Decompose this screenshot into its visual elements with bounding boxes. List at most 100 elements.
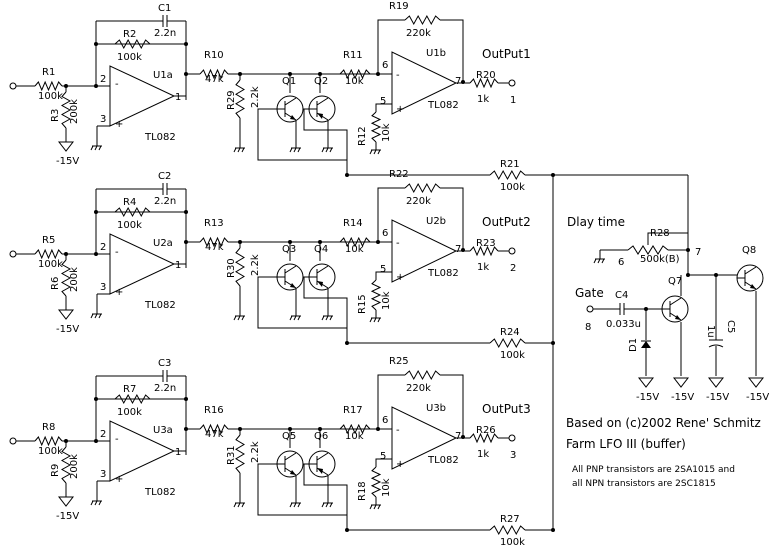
- note-npn: all NPN transistors are 2SC1815: [572, 479, 716, 489]
- label: U3a: [153, 425, 173, 436]
- return-resistor-100k: [489, 337, 526, 349]
- label: C4: [615, 290, 628, 301]
- label: U2a: [153, 238, 173, 249]
- label: 3: [100, 469, 106, 480]
- label: 7: [455, 76, 461, 87]
- junction-dot: [686, 248, 690, 252]
- title-text: Farm LFO III (buffer): [566, 437, 686, 451]
- label: 100k: [117, 407, 142, 418]
- supply-label: -15V: [56, 156, 79, 167]
- feedback-capacitor: [162, 370, 168, 382]
- label: 0.033u: [606, 319, 641, 330]
- wire: [329, 315, 333, 321]
- label: R5: [42, 235, 55, 246]
- plus-sign: +: [396, 104, 404, 115]
- label: TL082: [144, 300, 176, 311]
- output-pin: 2: [510, 263, 516, 274]
- junction-dot: [94, 210, 98, 214]
- output-terminal: [508, 79, 516, 87]
- transistor-label: Q4: [314, 244, 328, 255]
- emitter-arrow: [317, 468, 323, 474]
- label: 1: [175, 260, 181, 271]
- label: 7: [455, 431, 461, 442]
- wire: [98, 145, 102, 151]
- collector-lead: [316, 97, 329, 106]
- collector-lead: [316, 265, 329, 274]
- label: 100k: [38, 91, 63, 102]
- supply-label: -15V: [636, 392, 659, 403]
- input-resistor-10k: [339, 68, 371, 80]
- supply-neg15v-icon: -15V: [671, 377, 694, 403]
- ground-icon: [90, 313, 102, 319]
- output-terminal: [508, 247, 516, 255]
- collector-lead: [284, 97, 297, 106]
- bias-res-val: 200k: [69, 454, 80, 479]
- shunt-resistor: [235, 434, 245, 474]
- supply-neg15v-icon: -15V: [706, 377, 729, 403]
- label: R27: [500, 514, 520, 525]
- opamp-b-symbol: [391, 406, 458, 470]
- wire: [325, 315, 329, 321]
- junction-dot: [94, 397, 98, 401]
- wire: [241, 502, 245, 508]
- bias-val: 10k: [381, 478, 392, 497]
- emitter-arrow: [290, 115, 296, 120]
- bias-resistor-10k: [370, 466, 382, 498]
- junction-dot: [184, 42, 188, 46]
- label: U2b: [426, 216, 446, 227]
- ground-icon: [369, 149, 381, 155]
- label: 2.2n: [154, 28, 176, 39]
- input-resistor-10k: [339, 236, 371, 248]
- series-resistor-47k: [199, 68, 229, 80]
- label: 2: [100, 74, 106, 85]
- bias-resistor: [60, 259, 72, 297]
- wire: [601, 258, 605, 264]
- label: 3: [100, 282, 106, 293]
- bias-wire: [375, 271, 392, 280]
- c5-val: 1u: [705, 325, 716, 338]
- feedback-resistor: [114, 393, 151, 405]
- wire: [90, 145, 94, 151]
- input-resistor: [34, 435, 63, 447]
- label: 1: [175, 447, 181, 458]
- output-label: OutPut3: [482, 402, 531, 416]
- bias-val: 10k: [381, 291, 392, 310]
- supply-label: -15V: [746, 392, 769, 403]
- output-pin: 1: [510, 95, 516, 106]
- label: 2.2n: [154, 196, 176, 207]
- output-pin: 3: [510, 450, 516, 461]
- transistor-npn: Q5: [276, 431, 304, 478]
- label: U1a: [153, 70, 173, 81]
- label: 8: [585, 322, 591, 333]
- label: R10: [204, 50, 224, 61]
- wire: [241, 315, 245, 321]
- label: 10k: [345, 244, 364, 255]
- opamp-b-symbol: [391, 51, 458, 115]
- bias-ref: R15: [357, 294, 368, 314]
- fb-wire: [377, 374, 405, 429]
- supply-triangle: [57, 309, 75, 320]
- feedback-resistor: [114, 38, 151, 50]
- feedback-resistor: [114, 206, 151, 218]
- ground-icon: [321, 147, 333, 153]
- base-wire-2: [303, 276, 348, 343]
- supply-neg15v-icon: -15V: [56, 309, 79, 335]
- opamp-a-symbol: [109, 65, 176, 127]
- wire: [377, 149, 381, 155]
- minus-sign: -: [396, 70, 400, 81]
- minus-sign: -: [115, 79, 119, 90]
- label: 500k(B): [640, 254, 680, 265]
- label: R21: [500, 159, 520, 170]
- wire: [369, 317, 373, 323]
- fb-wire: [377, 19, 405, 74]
- wire: [293, 147, 297, 153]
- label: TL082: [427, 268, 459, 279]
- label: 7: [455, 244, 461, 255]
- supply-neg15v-icon: -15V: [746, 377, 769, 403]
- label: 1k: [477, 449, 489, 460]
- supply-label: -15V: [56, 511, 79, 522]
